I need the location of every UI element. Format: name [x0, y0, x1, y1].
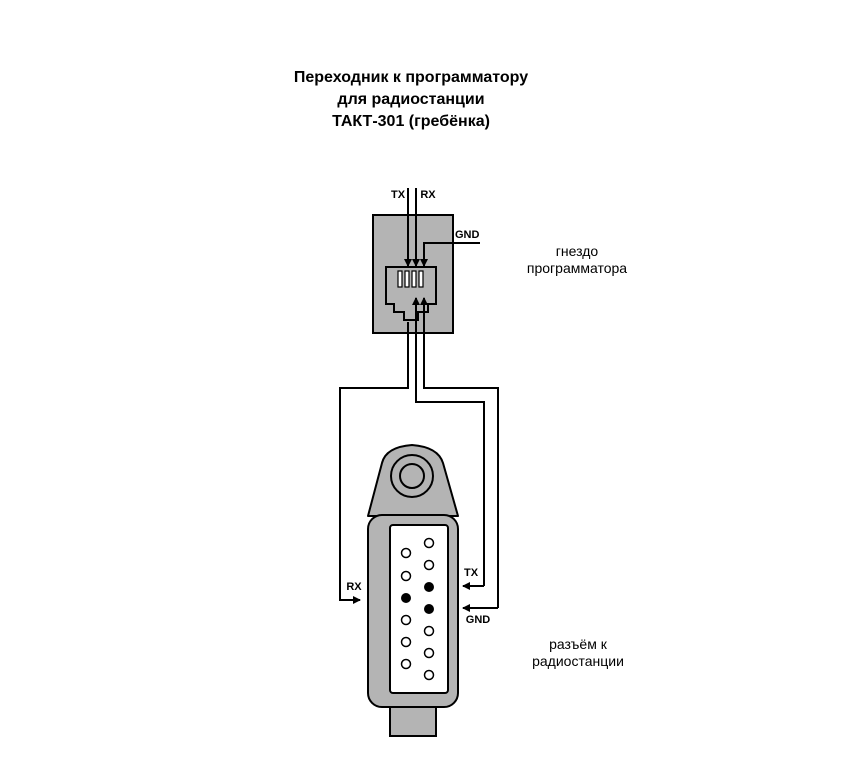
connector-pin [400, 614, 412, 626]
socket-rx-label: RX [420, 189, 436, 201]
connector-gnd-label: GND [466, 614, 491, 626]
connector-pin [423, 537, 435, 549]
socket-tx-label: TX [391, 189, 406, 201]
connector-tx-label: TX [464, 567, 479, 579]
connector-pin-panel [389, 524, 449, 694]
radio-connector [367, 444, 459, 737]
connector-pin-rx [401, 593, 411, 603]
socket-caption-line-2: программатора [527, 260, 627, 276]
title-line-1: Переходник к программатору [294, 69, 528, 86]
connector-ring-inner [399, 463, 425, 489]
connector-pin-gnd [424, 604, 434, 614]
connector-pin [400, 658, 412, 670]
socket-contact-3 [411, 270, 417, 288]
programmer-socket [372, 214, 454, 334]
wire-gnd-from-connector [420, 297, 499, 608]
title-line-2: для радиостанции [337, 91, 484, 108]
socket-contact-1 [397, 270, 403, 288]
connector-pin [423, 669, 435, 681]
connector-caption-line-2: радиостанции [532, 653, 624, 669]
connector-pin [400, 570, 412, 582]
socket-contact-4 [418, 270, 424, 288]
wire-rx-to-connector [339, 322, 409, 604]
socket-gnd-wire [420, 242, 480, 267]
socket-opening [385, 266, 437, 321]
wire-tx-from-connector [412, 297, 485, 586]
connector-pin [423, 625, 435, 637]
socket-gnd-label: GND [455, 229, 480, 241]
connector-pin-tx [424, 582, 434, 592]
connector-caption-line-1: разъём к [549, 636, 608, 652]
connector-pin [423, 559, 435, 571]
title-line-3: ТАКТ-301 (гребёнка) [332, 113, 490, 130]
connector-rx-label: RX [346, 581, 362, 593]
connector-pin [400, 636, 412, 648]
connector-pin [400, 547, 412, 559]
socket-contact-2 [404, 270, 410, 288]
socket-caption-line-1: гнездо [556, 243, 599, 259]
connector-pin [423, 647, 435, 659]
